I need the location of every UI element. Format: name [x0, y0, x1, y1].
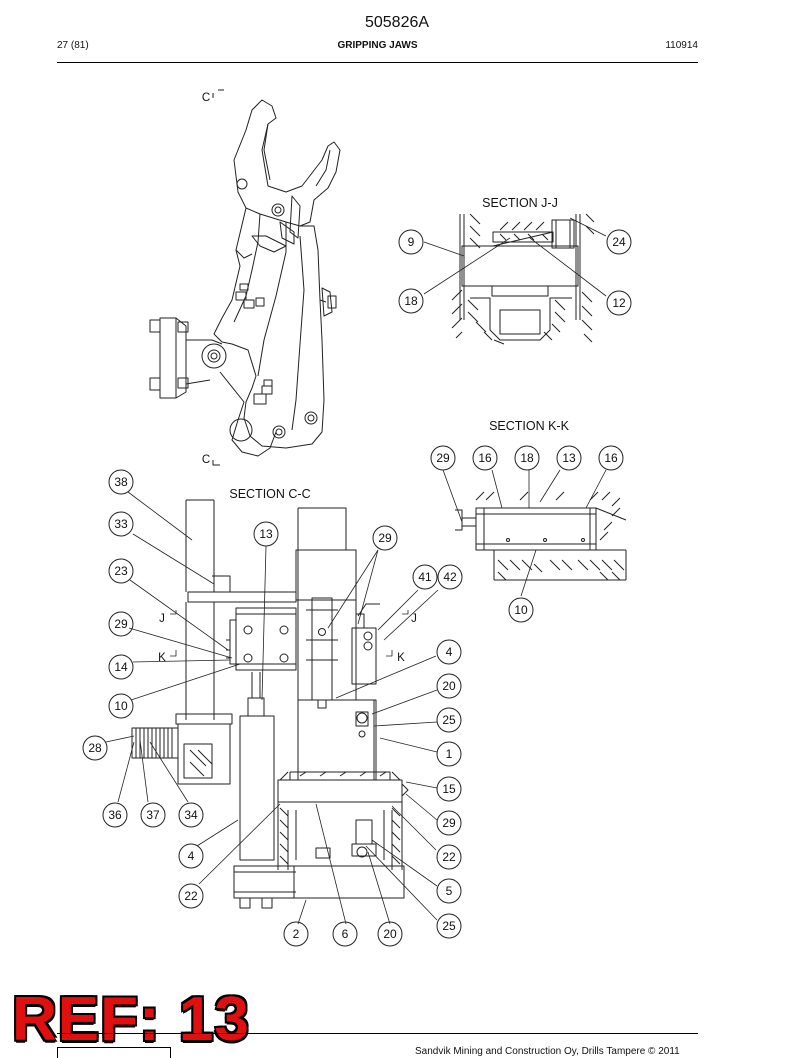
balloon-25: 25 [442, 713, 456, 727]
balloon-34: 34 [184, 808, 198, 822]
balloon-24: 24 [612, 235, 626, 249]
balloon-4: 4 [446, 645, 453, 659]
balloon-38: 38 [114, 475, 128, 489]
balloon-29: 29 [378, 531, 392, 545]
cut-marker-c-bottom: C [202, 454, 210, 466]
balloon-33: 33 [114, 517, 128, 531]
reference-stamp: REF: 13 [12, 985, 250, 1054]
cut-marker-j-right: J [411, 613, 417, 625]
balloon-41: 41 [418, 570, 432, 584]
section-cc-title: SECTION C-C [229, 487, 310, 501]
date-code: 110914 [665, 40, 698, 51]
balloon-16: 16 [604, 451, 618, 465]
balloon-18: 18 [404, 294, 418, 308]
page-number: 27 (81) [57, 40, 89, 51]
cut-marker-k-left: K [158, 652, 166, 664]
section-jj-title: SECTION J-J [482, 196, 558, 210]
section-jj-drawing [451, 213, 595, 345]
cut-marker-j-left: J [159, 613, 165, 625]
balloon-16: 16 [478, 451, 492, 465]
balloon-1: 1 [446, 747, 453, 761]
balloon-42: 42 [443, 570, 457, 584]
document-number: 505826A [364, 14, 430, 31]
balloon-13: 13 [259, 527, 273, 541]
part-balloons [82, 229, 632, 947]
section-cc-drawing [131, 499, 409, 909]
isometric-jaw-view [149, 99, 341, 457]
balloon-10: 10 [114, 699, 128, 713]
balloon-36: 36 [108, 808, 122, 822]
balloon-20: 20 [383, 927, 397, 941]
balloon-22: 22 [442, 850, 456, 864]
balloon-15: 15 [442, 782, 456, 796]
header-divider [57, 62, 698, 63]
section-kk-drawing [455, 491, 627, 581]
balloon-4: 4 [188, 849, 195, 863]
footer-copyright: Sandvik Mining and Construction Oy, Dril… [415, 1046, 680, 1057]
balloon-20: 20 [442, 679, 456, 693]
balloon-12: 12 [612, 296, 626, 310]
cut-line-c-bottom [212, 460, 220, 466]
leader-lines [105, 217, 607, 925]
balloon-14: 14 [114, 660, 128, 674]
section-kk-title: SECTION K-K [489, 419, 570, 433]
cut-marker-c-top: C [202, 92, 210, 104]
balloon-2: 2 [293, 927, 300, 941]
balloon-23: 23 [114, 564, 128, 578]
balloon-29: 29 [442, 816, 456, 830]
footer-divider [57, 1033, 698, 1034]
balloon-9: 9 [408, 235, 415, 249]
balloon-5: 5 [446, 884, 453, 898]
header-row: 27 (81) GRIPPING JAWS 110914 [57, 40, 698, 56]
balloon-29: 29 [114, 617, 128, 631]
balloon-18: 18 [520, 451, 534, 465]
balloon-6: 6 [342, 927, 349, 941]
balloon-28: 28 [88, 741, 102, 755]
page-title: GRIPPING JAWS [337, 40, 418, 51]
balloon-22: 22 [184, 889, 198, 903]
balloon-25: 25 [442, 919, 456, 933]
balloon-10: 10 [514, 603, 528, 617]
balloon-13: 13 [562, 451, 576, 465]
balloon-29: 29 [436, 451, 450, 465]
balloon-37: 37 [146, 808, 160, 822]
cut-marker-k-right: K [397, 652, 405, 664]
